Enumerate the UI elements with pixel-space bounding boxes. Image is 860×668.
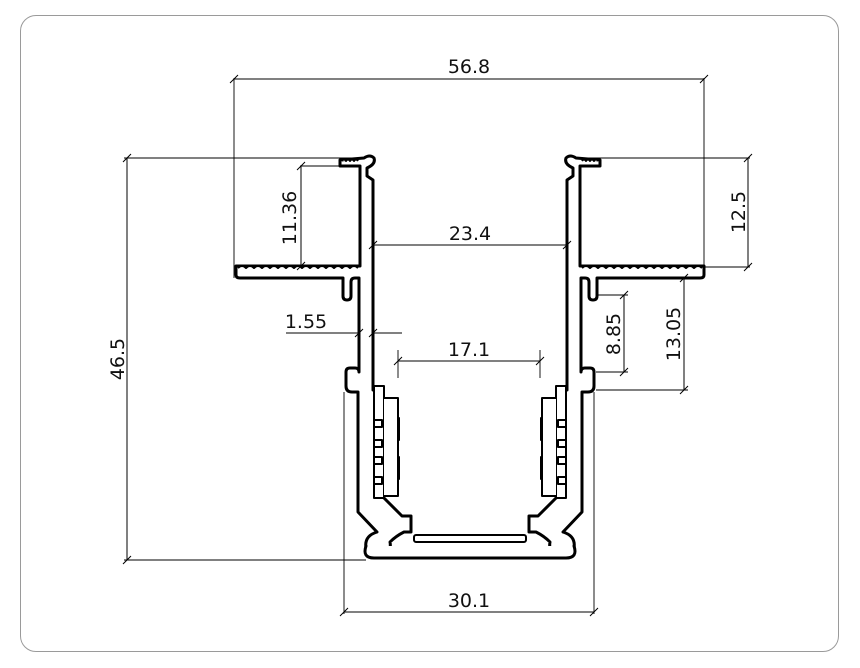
label-overall-width: 56.8 [448, 56, 490, 78]
dimension-clip-height: 8.85 [596, 290, 629, 377]
dimension-channel-outer: 30.1 [339, 392, 599, 617]
right-connector [540, 385, 567, 499]
label-clip-height: 8.85 [603, 313, 625, 355]
left-connector [373, 385, 400, 499]
dimension-clip-offset: 13.05 [596, 273, 689, 395]
dimension-flange-left: 11.36 [279, 161, 340, 271]
label-flange-right: 12.5 [728, 191, 750, 233]
label-channel-outer: 30.1 [448, 590, 490, 612]
dimension-channel-inner: 17.1 [373, 332, 545, 378]
dimension-inner-top: 23.4 [368, 223, 572, 250]
dimension-overall-height: 46.5 [107, 153, 366, 565]
label-wall-thickness: 1.55 [285, 311, 327, 333]
label-inner-top: 23.4 [449, 223, 491, 245]
dimension-wall-thickness: 1.55 [285, 311, 402, 338]
profile-shape [234, 154, 706, 560]
label-channel-inner: 17.1 [448, 339, 490, 361]
dimension-flange-right: 12.5 [578, 153, 753, 272]
drawing-frame [20, 15, 839, 652]
dimension-overall-width: 56.8 [229, 56, 709, 278]
label-clip-offset: 13.05 [663, 307, 685, 361]
label-flange-left: 11.36 [279, 191, 301, 245]
label-overall-height: 46.5 [107, 338, 129, 380]
